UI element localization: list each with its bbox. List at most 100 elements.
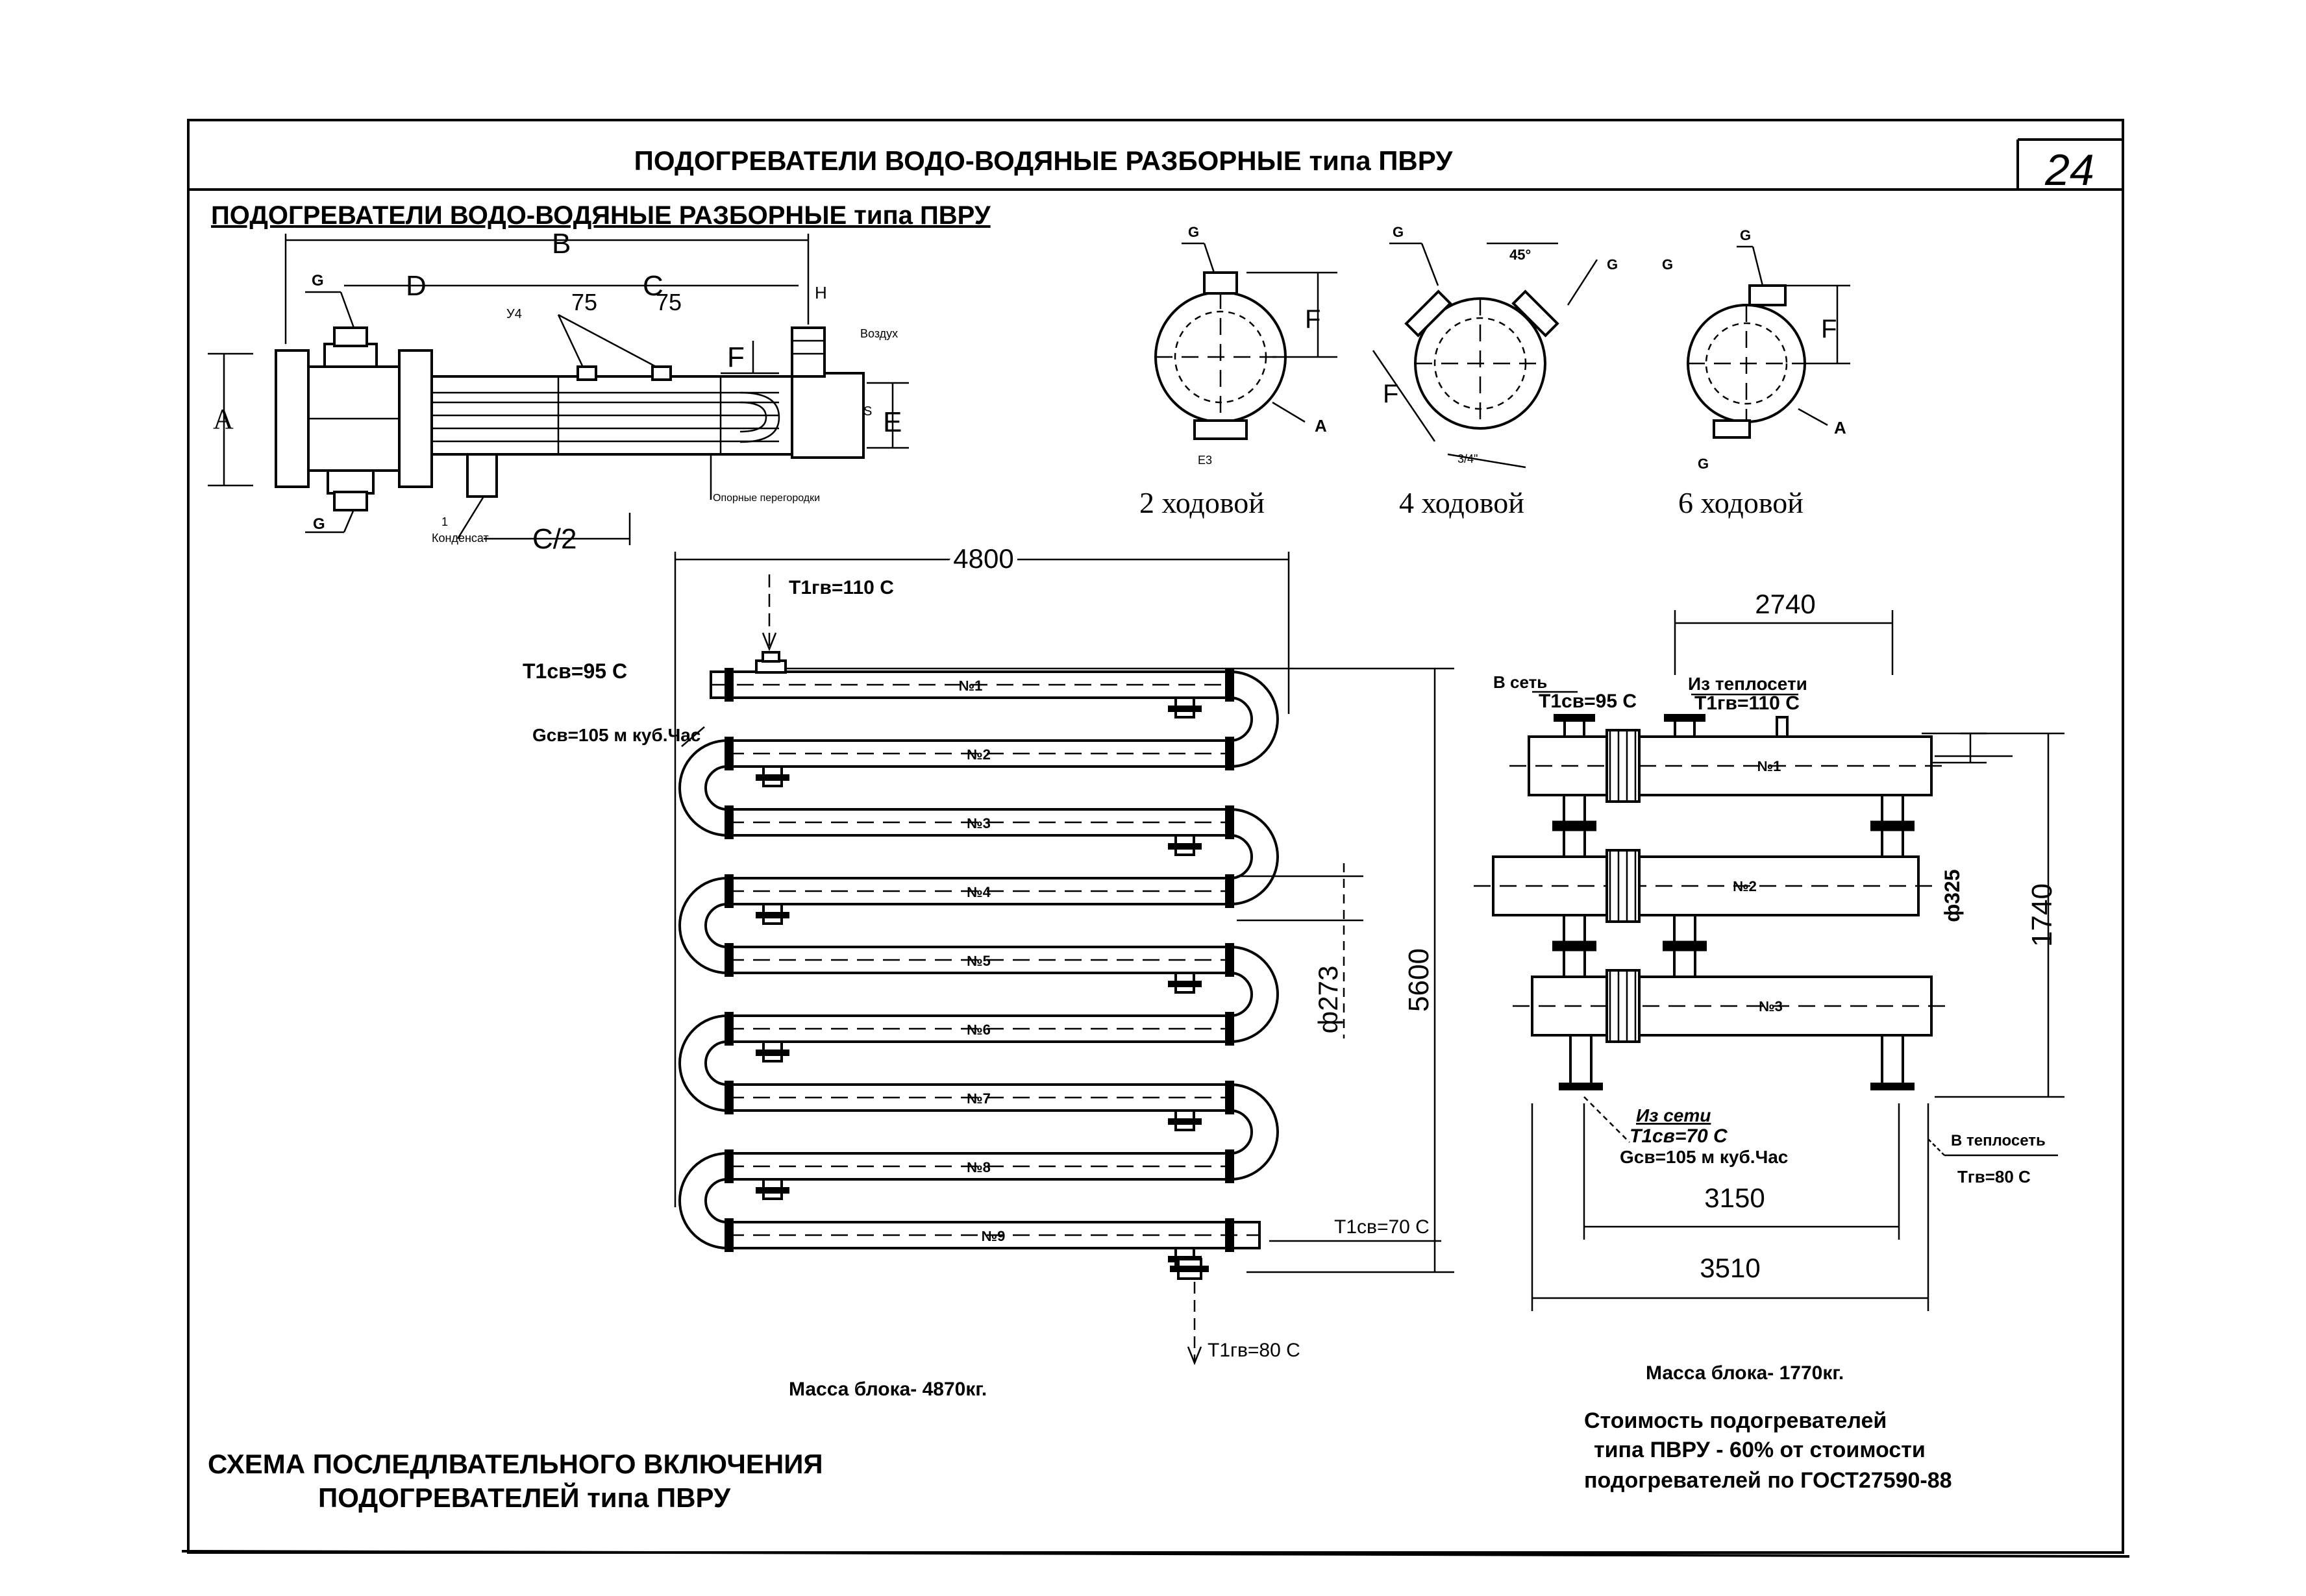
header-title: ПОДОГРЕВАТЕЛИ ВОДО-ВОДЯНЫЕ РАЗБОРНЫЕ тип… (634, 145, 1454, 176)
series-pipe-section: №1 (710, 668, 1279, 768)
flange (725, 1081, 734, 1114)
sec4-angle45: 45° (1509, 247, 1531, 263)
section-number: №7 (967, 1090, 991, 1107)
connector-flange (1870, 820, 1915, 831)
block-pipe-section: №1 (1509, 729, 1951, 803)
nozzle-flange (756, 774, 789, 781)
cost-line-2: типа ПВРУ - 60% от стоимости (1594, 1438, 1926, 1462)
u-bend (1230, 834, 1253, 879)
sec2-G: G (1188, 224, 1199, 240)
sec2-A: A (1315, 416, 1327, 436)
series-pipe-section: №3 (725, 805, 1279, 905)
section-number: №4 (967, 884, 991, 900)
mass-series: Масса блока- 4870кг. (789, 1379, 987, 1400)
section-two-pass: G F A E3 2 ходовой (1139, 224, 1337, 519)
dim-C2: C/2 (532, 523, 576, 555)
t-in-hot: T1гв=110 C (789, 577, 894, 598)
top-nozzle-flange (1554, 714, 1595, 722)
nozzle-flange (1168, 843, 1202, 850)
series-pipe-section: №5 (725, 943, 1279, 1043)
sec6-G-bot: G (1698, 456, 1709, 472)
section-four-pass: G G 45° F 3/4" 4 ходовой (1372, 224, 1618, 519)
dim-5600: 5600 (1403, 948, 1435, 1012)
inlet-nozzle-neck (762, 651, 780, 663)
t-net-in: T1св=70 C (1630, 1125, 1728, 1147)
dim-diam-325: ф325 (1940, 869, 1964, 922)
flange (1225, 1012, 1234, 1046)
detail-drawing: ПОДОГРЕВАТЕЛИ ВОДО-ВОДЯНЫЕ РАЗБОРНЫЕ тип… (208, 201, 991, 555)
u-bend (1230, 972, 1253, 1017)
dim-F: F (727, 341, 745, 373)
bottom-nozzle-flange (1559, 1083, 1603, 1090)
u-bend (1230, 670, 1279, 768)
sec6-G-left: G (1662, 256, 1673, 273)
mass-block: Масса блока- 1770кг. (1646, 1362, 1844, 1384)
block-pipe-section: №2 (1474, 849, 1938, 923)
u-bend (1230, 808, 1279, 905)
section-number: №2 (1733, 878, 1757, 894)
sec4-caption: 4 ходовой (1399, 486, 1524, 519)
label-num1: 1 (441, 515, 448, 528)
dim-E: E (883, 406, 902, 438)
to-heat: В теплосеть (1951, 1132, 2046, 1149)
t-net-out: T1св=95 C (1539, 691, 1637, 712)
dim-3150: 3150 (1704, 1183, 1765, 1213)
flange (725, 668, 734, 702)
label-y4: У4 (506, 307, 522, 321)
flange (725, 1149, 734, 1183)
dim-A: A (213, 403, 234, 435)
section-number: №2 (967, 746, 991, 763)
head (1606, 849, 1641, 923)
section-six-pass: G G G F A 6 ходовой (1662, 227, 1850, 519)
u-bend (1230, 1109, 1253, 1155)
page-number: 24 (2044, 145, 2094, 195)
detail-title: ПОДОГРЕВАТЕЛИ ВОДО-ВОДЯНЫЕ РАЗБОРНЫЕ тип… (211, 201, 991, 230)
flow-series: Gсв=105 м куб.Час (532, 725, 700, 745)
section-number: №3 (967, 815, 991, 831)
to-network: В сеть (1493, 672, 1547, 692)
nozzle-flange (756, 912, 789, 918)
series-pipe-section: №9 (725, 1218, 1261, 1269)
t-heat-out: Tгв=80 C (1957, 1167, 2031, 1186)
section-number: №6 (967, 1022, 991, 1038)
u-bend (704, 1178, 728, 1223)
section-number: №5 (967, 953, 991, 969)
sec2-E3: E3 (1198, 454, 1212, 467)
block-pipes: №1 №2 №3 (1474, 714, 1951, 1090)
flange (1225, 1081, 1234, 1114)
series-pipe-section: №6 (678, 1012, 1234, 1112)
flange (1225, 943, 1234, 977)
u-bend (704, 1040, 728, 1086)
head (1606, 729, 1641, 803)
outlet-flange (1170, 1266, 1209, 1272)
connector-flange (1552, 940, 1596, 951)
scheme-title-1: СХЕМА ПОСЛЕДЛВАТЕЛЬНОГО ВКЛЮЧЕНИЯ (208, 1449, 823, 1479)
nozzle-flange (756, 1050, 789, 1056)
dim-C: C (643, 270, 663, 302)
t-heat-in: T1гв=110 C (1694, 693, 1800, 714)
bottom-nozzle (1569, 1034, 1593, 1088)
flow-block: Gсв=105 м куб.Час (1620, 1147, 1788, 1167)
nozzle-flange (756, 1187, 789, 1194)
sec6-A: A (1834, 418, 1846, 437)
sec6-caption: 6 ходовой (1678, 486, 1804, 519)
flange (725, 737, 734, 770)
connector-flange (1663, 940, 1707, 951)
nozzle-flange (1168, 706, 1202, 712)
flange (725, 805, 734, 839)
dim-75b: 75 (656, 289, 682, 315)
block-scheme: 2740 В сеть T1св=95 C Из теплосети T1гв=… (1474, 589, 2064, 1384)
sec4-G-right: G (1607, 256, 1618, 273)
u-bend (678, 877, 728, 974)
scheme-title-2: ПОДОГРЕВАТЕЛЕЙ типа ПВРУ (318, 1482, 731, 1513)
series-pipe-section: №2 (678, 737, 1234, 837)
flange (725, 1012, 734, 1046)
cost-line-1: Стоимость подогревателей (1584, 1408, 1887, 1433)
series-pipe-section: №7 (725, 1081, 1279, 1181)
t-out-cold: T1св=95 C (523, 659, 627, 683)
top-nozzle (1776, 716, 1789, 738)
section-number: №3 (1759, 998, 1783, 1014)
flange (725, 943, 734, 977)
